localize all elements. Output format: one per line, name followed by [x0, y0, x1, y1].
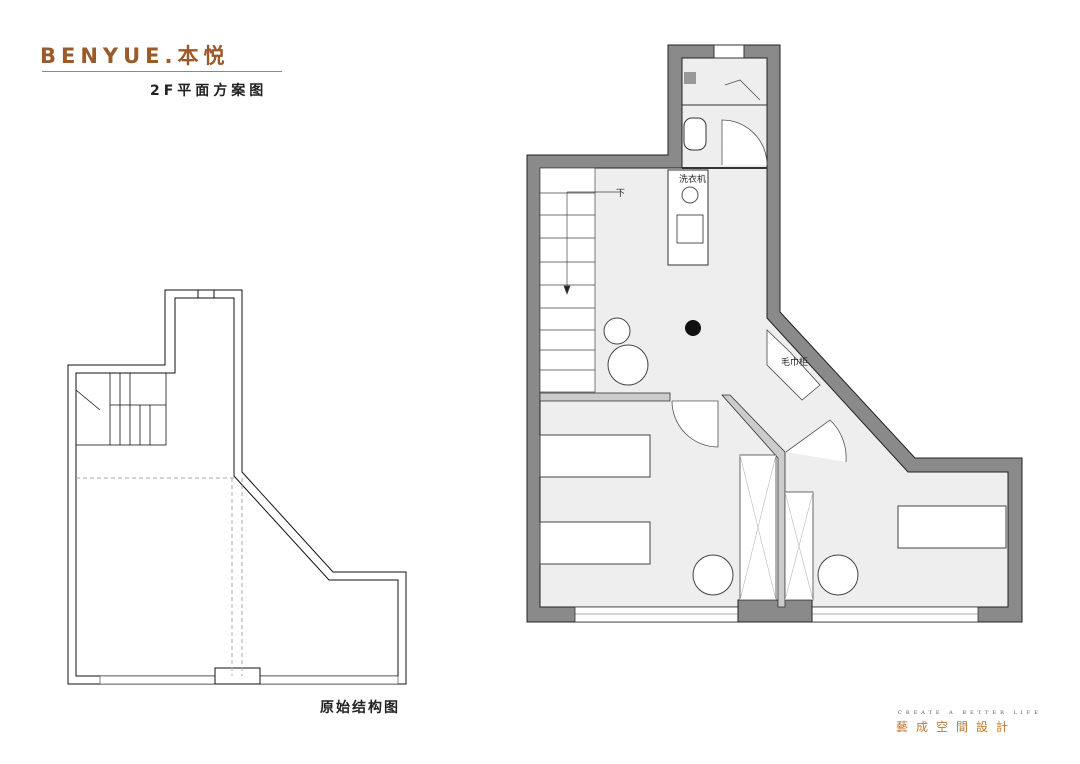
armchair — [607, 344, 649, 386]
diagonal-wall — [721, 394, 786, 608]
person-icon — [685, 320, 701, 336]
washer-label: 洗衣机 — [679, 173, 706, 185]
top-window — [713, 44, 745, 59]
bed — [539, 521, 651, 565]
interior-wall — [539, 392, 671, 402]
company-tagline: CREATE A BETTER LIFE — [898, 710, 1042, 716]
towel-cabinet-label: 毛巾柜 — [781, 356, 808, 368]
title-divider — [42, 71, 282, 72]
original-structure-plan — [67, 289, 407, 685]
washer-icon — [681, 186, 699, 204]
staircase — [539, 167, 620, 393]
original-plan-caption: 原始结构图 — [320, 700, 400, 716]
original-window — [99, 675, 216, 685]
armchair — [817, 554, 859, 596]
plan-title: 2F平面方案图 — [150, 83, 268, 99]
down-label: 下 — [616, 189, 625, 199]
bed — [897, 505, 1007, 549]
original-window — [259, 675, 399, 685]
armchair — [692, 554, 734, 596]
side-table — [603, 317, 631, 345]
towel-cabinet — [766, 329, 821, 401]
second-floor-plan: 洗衣机 下 — [526, 44, 1023, 623]
pier — [737, 599, 813, 623]
toilet — [683, 117, 707, 151]
window — [574, 606, 739, 623]
original-staircase — [75, 372, 167, 446]
company-logo: 藝成空間設計 — [896, 720, 1017, 734]
window — [811, 606, 979, 623]
bed — [539, 434, 651, 478]
brand-title: BENYUE.本悦 — [40, 44, 230, 68]
